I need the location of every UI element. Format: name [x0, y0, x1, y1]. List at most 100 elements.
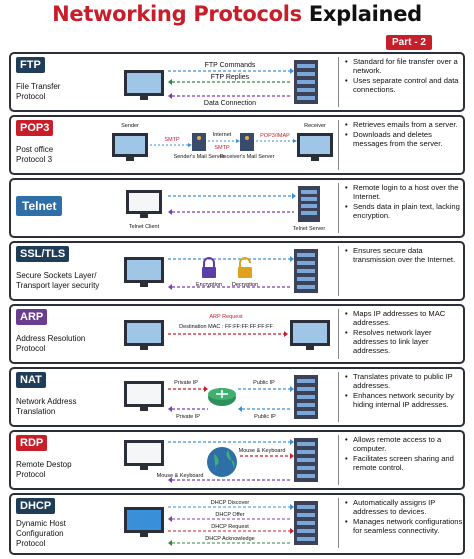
mail-server-icon [240, 133, 254, 151]
protocol-badge: NAT [16, 372, 46, 388]
protocol-description: Dynamic Host Configuration Protocol [16, 519, 66, 549]
protocol-description: File Transfer Protocol [16, 82, 60, 102]
feature-item: Manages network configurations for seaml… [345, 517, 463, 535]
feature-item: Resolves network layer addresses to link… [345, 328, 463, 355]
label-mouse-keyboard: Mouse & Keyboard [239, 448, 286, 454]
label-private-ip: Private IP [176, 414, 200, 420]
description-line: Dynamic Host [16, 519, 66, 528]
globe-icon [207, 447, 237, 477]
computer-icon [124, 257, 164, 287]
feature-item: Uses separate control and data connectio… [345, 76, 463, 94]
page-title: Networking Protocols Explained [0, 2, 474, 26]
description-line: Post office [16, 145, 54, 154]
protocol-description: Secure Sockets Layer/ Transport layer se… [16, 271, 99, 291]
row-pop3: POP3 Post office Protocol 3 Sender Recei… [9, 115, 465, 175]
description-line: Transport layer security [16, 281, 100, 290]
feature-item: Sends data in plain text, lacking encryp… [345, 202, 463, 220]
label-arp-request: ARP Request [209, 314, 243, 320]
description-line: Configuration [16, 529, 64, 538]
unlock-icon [238, 257, 252, 278]
separator [338, 120, 339, 170]
label-dhcp-request: DHCP Request [211, 524, 249, 530]
protocol-description: Remote Destop Protocol [16, 460, 72, 480]
label-dhcp-offer: DHCP Offer [215, 512, 244, 518]
mail-server-icon [192, 133, 206, 151]
label-public-ip: Public IP [253, 380, 275, 386]
ssl-tls-diagram: Encryption Decryption [124, 249, 318, 293]
separator [338, 435, 339, 485]
protocol-badge: SSL/TLS [16, 246, 70, 262]
protocol-badge: POP3 [16, 120, 54, 136]
protocol-badge: DHCP [16, 498, 56, 514]
feature-item: Enhances network security by hiding inte… [345, 391, 463, 409]
title-part1: Networking Protocols [52, 2, 302, 26]
server-icon [294, 60, 318, 104]
separator [338, 57, 339, 107]
label-dhcp-acknowledge: DHCP Acknowledge [205, 536, 254, 542]
description-line: Protocol [16, 470, 46, 479]
row-arp: ARP Address Resolution Protocol ARP Requ… [9, 304, 465, 364]
computer-icon [124, 440, 164, 470]
label-smtp: SMTP [164, 137, 180, 143]
arp-diagram: ARP Request Destination MAC : FF:FF:FF:F… [124, 314, 330, 350]
protocol-badge: Telnet [16, 196, 63, 216]
server-icon [294, 501, 318, 545]
row-dhcp: DHCP Dynamic Host Configuration Protocol… [9, 493, 465, 555]
feature-item: Maps IP addresses to MAC addresses. [345, 309, 463, 327]
computer-icon [290, 320, 330, 350]
separator [338, 498, 339, 548]
feature-list: Ensures secure data transmission over th… [345, 246, 463, 265]
client-computer-icon [126, 190, 162, 218]
router-icon [208, 388, 236, 406]
computer-icon [124, 381, 164, 411]
part-label: Part - 2 [386, 35, 432, 50]
protocol-description: Post office Protocol 3 [16, 145, 53, 165]
pop3-diagram: Sender Receiver SMTP Internet SMTP POP3/… [112, 123, 333, 161]
label-receivers-mail-server: Receiver's Mail Server [220, 154, 275, 160]
label-data-connection: Data Connection [204, 100, 256, 107]
row-nat: NAT Network Address Translation Private … [9, 367, 465, 427]
dhcp-diagram: DHCP Discover DHCP Offer DHCP Request DH… [124, 500, 318, 546]
feature-list: Maps IP addresses to MAC addresses. Reso… [345, 309, 463, 356]
sender-computer-icon [112, 133, 148, 161]
server-icon [294, 375, 318, 419]
feature-item: Automatically assigns IP addresses to de… [345, 498, 463, 516]
protocol-badge: ARP [16, 309, 48, 325]
feature-list: Automatically assigns IP addresses to de… [345, 498, 463, 536]
row-ftp: FTP File Transfer Protocol FTP Commands … [9, 52, 465, 112]
lock-icon [202, 257, 216, 278]
label-ftp-replies: FTP Replies [211, 74, 250, 81]
protocol-badge: RDP [16, 435, 48, 451]
feature-list: Remote login to a host over the Internet… [345, 183, 463, 221]
telnet-diagram: Telnet Client Telnet Server [126, 186, 326, 232]
label-telnet-client: Telnet Client [129, 224, 160, 230]
description-line: Protocol [16, 344, 46, 353]
label-senders-mail-server: Sender's Mail Server [174, 154, 225, 160]
feature-item: Translates private to public IP addresse… [345, 372, 463, 390]
description-line: Protocol [16, 92, 46, 101]
label-ftp-commands: FTP Commands [205, 62, 256, 69]
protocol-badge: FTP [16, 57, 45, 73]
feature-item: Remote login to a host over the Internet… [345, 183, 463, 201]
server-icon [294, 438, 318, 482]
description-line: Remote Destop [16, 460, 72, 469]
description-line: File Transfer [16, 82, 61, 91]
separator [338, 183, 339, 233]
separator [338, 372, 339, 422]
row-rdp: RDP Remote Destop Protocol Mouse & Keybo… [9, 430, 465, 490]
computer-icon [124, 507, 164, 537]
ftp-diagram: FTP Commands FTP Replies Data Connection [124, 60, 318, 107]
label-telnet-server: Telnet Server [293, 226, 326, 232]
label-destination-mac: Destination MAC : FF:FF:FF:FF:FF:FF [179, 324, 273, 330]
description-line: Protocol 3 [16, 155, 53, 164]
feature-item: Ensures secure data transmission over th… [345, 246, 463, 264]
feature-item: Downloads and deletes messages from the … [345, 130, 463, 148]
row-telnet: Telnet Telnet Client Telnet Server Remot… [9, 178, 465, 238]
row-ssl-tls: SSL/TLS Secure Sockets Layer/ Transport … [9, 241, 465, 301]
description-line: Network Address [16, 397, 77, 406]
rdp-diagram: Mouse & Keyboard Mouse & Keyboard [124, 438, 318, 483]
nat-diagram: Private IP Public IP Private IP Public I… [124, 375, 318, 420]
feature-item: Standard for file transfer over a networ… [345, 57, 463, 75]
description-line: Secure Sockets Layer/ [16, 271, 97, 280]
title-part2: Explained [301, 2, 422, 26]
